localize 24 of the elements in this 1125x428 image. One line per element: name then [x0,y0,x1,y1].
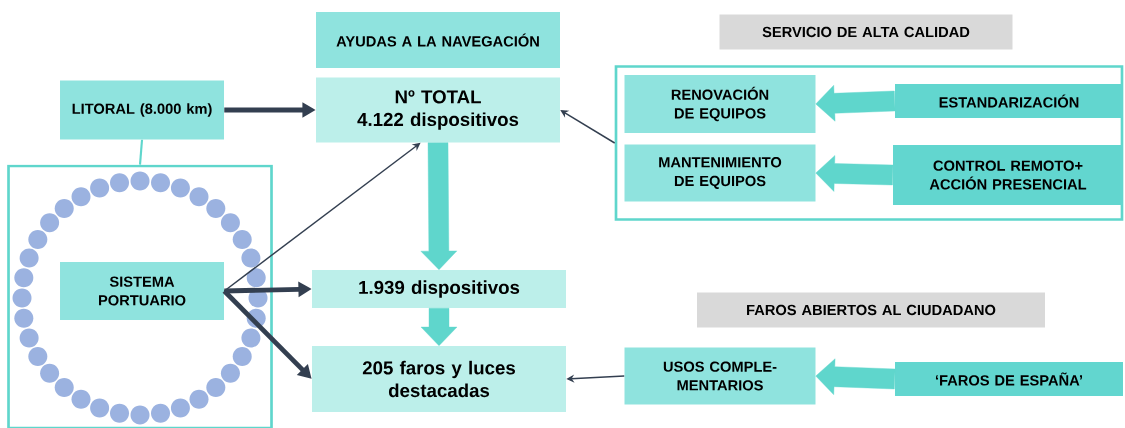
process-box: LITORAL (8.000 km) [60,80,224,140]
heading-box: SERVICIO DE ALTA CALIDAD [719,14,1013,50]
block-arrow [420,308,458,346]
count-box: 1.939 dispositivos [312,270,566,308]
header-box: AYUDAS A LA NAVEGACIÓN [316,12,560,68]
process-box: RENOVACIÓN DE EQUIPOS [624,75,816,133]
heading-box: FAROS ABIERTOS AL CIUDADANO [697,292,1045,328]
process-box: USOS COMPLE- MENTARIOS [624,347,816,405]
block-arrow [815,155,894,192]
count-box: 205 faros y luces destacadas [312,346,566,412]
block-arrow [420,142,458,270]
process-box: CONTROL REMOTO+ ACCIÓN PRESENCIAL [893,145,1123,205]
process-box: SISTEMA PORTUARIO [60,262,224,320]
block-arrow [815,85,896,122]
process-box: MANTENIMIENTO DE EQUIPOS [624,144,816,202]
block-arrow [815,358,896,395]
process-box: ESTANDARIZACIÓN [895,84,1123,118]
frame-box [614,65,1124,221]
connector-line [138,139,144,165]
process-box: ‘FAROS DE ESPAÑA’ [895,362,1123,396]
node-label: ESTANDARIZACIÓN [939,94,1079,108]
count-box: Nº TOTAL 4.122 dispositivos [316,77,560,143]
node-label: ‘FAROS DE ESPAÑA’ [935,372,1083,386]
arrow [560,110,616,144]
